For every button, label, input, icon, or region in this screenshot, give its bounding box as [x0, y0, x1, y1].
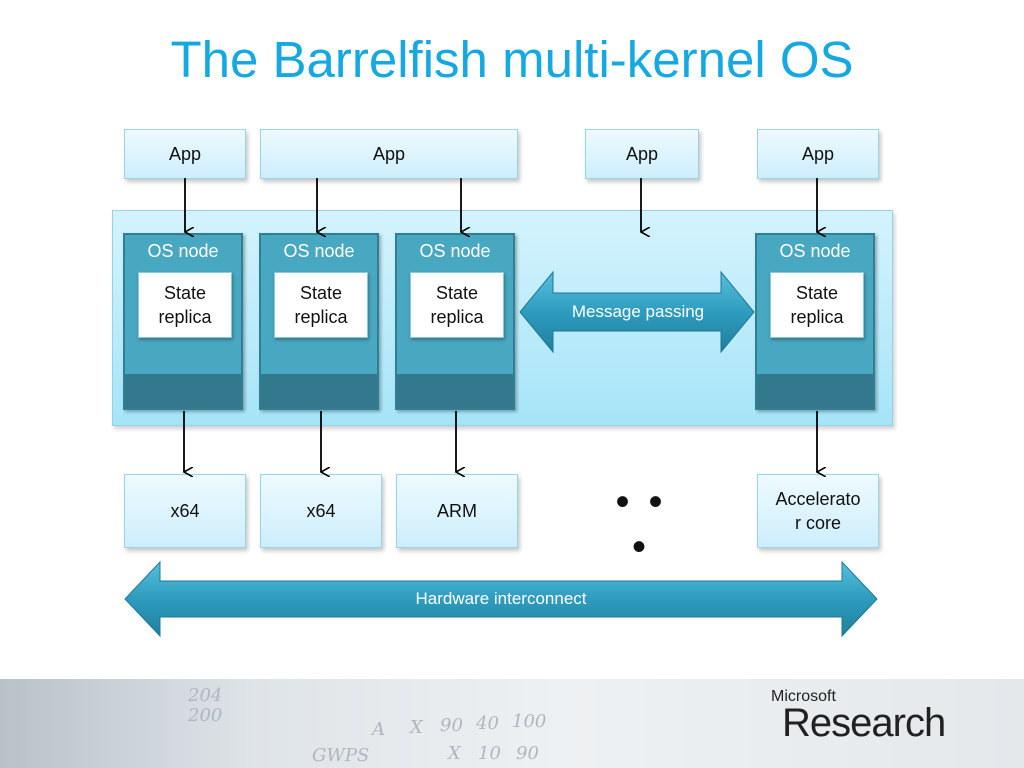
app-label: App — [801, 144, 835, 164]
research-logo-text: Research — [782, 701, 946, 745]
os-node-footer — [757, 374, 873, 408]
app-label: App — [168, 144, 202, 164]
os-node-label: OS node — [283, 241, 355, 261]
footer-scribble: 200 — [188, 705, 223, 726]
core-label: x64 — [306, 501, 336, 521]
core-box-3: ARM — [396, 474, 518, 548]
footer-scribble: X — [410, 717, 423, 738]
core-label: x64 — [170, 501, 200, 521]
os-node-label: OS node — [779, 241, 851, 261]
core-box-1: x64 — [124, 474, 246, 548]
os-node-footer — [261, 374, 377, 408]
ellipsis: • • • — [615, 480, 667, 569]
footer-scribble: X — [448, 743, 461, 764]
os-node-footer — [125, 374, 241, 408]
slide-title: The Barrelfish multi-kernel OS — [170, 31, 854, 88]
app-label: App — [625, 144, 659, 164]
microsoft-logo-text: Microsoft — [771, 688, 836, 705]
footer-scribble: GWPS — [312, 745, 370, 766]
footer-scribble: 40 — [476, 713, 499, 734]
message-passing-arrow — [519, 270, 755, 354]
footer-scribble: 204 — [188, 685, 223, 706]
app-box-2: App — [260, 129, 518, 179]
footer-scribble: 90 — [440, 715, 463, 736]
core-box-2: x64 — [260, 474, 382, 548]
message-passing-label: Message passing — [571, 302, 705, 321]
hardware-interconnect-label: Hardware interconnect — [415, 589, 587, 608]
footer-scribble: 100 — [512, 711, 547, 732]
app-box-3: App — [585, 129, 699, 179]
footer-scribble: 90 — [516, 743, 539, 764]
os-node-footer — [397, 374, 513, 408]
hardware-interconnect-arrow — [124, 560, 878, 638]
footer-band: A X 90 40 100 X 10 90 GWPS 204 200 — [0, 679, 1024, 768]
footer-scribble: 10 — [478, 743, 501, 764]
app-box-1: App — [124, 129, 246, 179]
core-label: ARM — [437, 501, 477, 521]
app-label: App — [372, 144, 406, 164]
os-node-label: OS node — [147, 241, 219, 261]
os-node-label: OS node — [419, 241, 491, 261]
app-box-4: App — [757, 129, 879, 179]
footer-scribble: A — [372, 719, 385, 740]
